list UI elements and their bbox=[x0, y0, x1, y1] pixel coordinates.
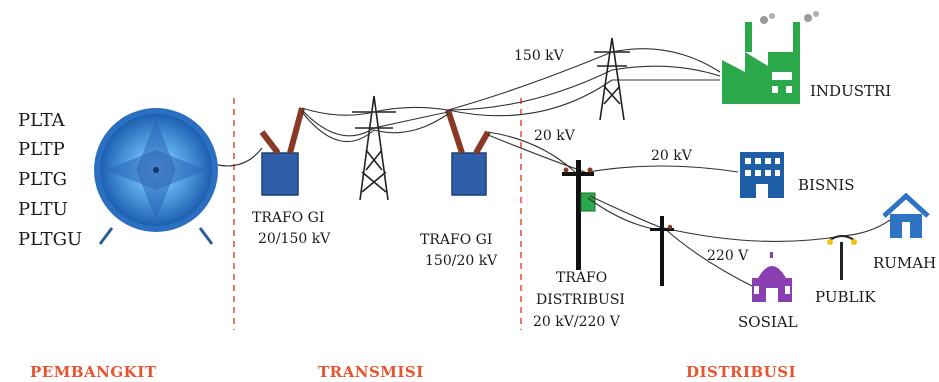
generator-line bbox=[217, 147, 263, 167]
transmission-lines bbox=[301, 106, 449, 143]
transformer-gi-1 bbox=[259, 107, 305, 196]
trafo-gi-2-label: TRAFO GI bbox=[420, 232, 492, 248]
lines-150kv-to-industry bbox=[447, 48, 721, 117]
trafo-dist-voltage: 20 kV/220 V bbox=[533, 314, 621, 330]
voltage-label-20kv-2: 20 kV bbox=[651, 148, 693, 164]
distribution-pole-1 bbox=[562, 160, 596, 270]
transmission-tower-2 bbox=[594, 37, 630, 121]
plant-label: PLTG bbox=[18, 169, 67, 190]
plant-label: PLTU bbox=[18, 199, 68, 220]
mosque-icon bbox=[752, 252, 792, 302]
consumer-label-bisnis: BISNIS bbox=[798, 176, 855, 194]
industry-icon bbox=[722, 11, 819, 104]
trafo-dist-label: TRAFO bbox=[556, 270, 607, 286]
plant-label: PLTA bbox=[18, 110, 66, 131]
consumer-label-rumah: RUMAH bbox=[873, 254, 936, 272]
transformer-gi-2 bbox=[445, 109, 491, 196]
voltage-label-150kv: 150 kV bbox=[514, 48, 565, 64]
business-building-icon bbox=[740, 152, 784, 198]
distribution-lines-20kv bbox=[487, 131, 739, 173]
trafo-gi-2-voltage: 150/20 kV bbox=[425, 253, 498, 269]
generator-icon bbox=[94, 108, 218, 245]
house-icon bbox=[882, 192, 930, 238]
plant-label: PLTGU bbox=[18, 229, 82, 250]
plant-label: PLTP bbox=[18, 139, 65, 160]
section-title-transmisi: TRANSMISI bbox=[318, 363, 424, 381]
section-title-pembangkit: PEMBANGKIT bbox=[30, 363, 157, 381]
voltage-label-220v: 220 V bbox=[707, 248, 749, 264]
lines-low-voltage bbox=[587, 195, 891, 287]
street-light-icon bbox=[827, 235, 857, 280]
consumer-label-industri: INDUSTRI bbox=[810, 82, 891, 100]
distribution-pole-2 bbox=[650, 216, 674, 286]
power-plant-list: PLTA PLTP PLTG PLTU PLTGU bbox=[18, 110, 82, 250]
section-title-distribusi: DISTRIBUSI bbox=[686, 363, 796, 381]
trafo-gi-1-voltage: 20/150 kV bbox=[258, 231, 331, 247]
trafo-dist-label-2: DISTRIBUSI bbox=[536, 292, 625, 308]
voltage-label-20kv-1: 20 kV bbox=[534, 128, 576, 144]
consumer-label-sosial: SOSIAL bbox=[738, 313, 798, 331]
trafo-gi-1-label: TRAFO GI bbox=[252, 210, 324, 226]
consumer-label-publik: PUBLIK bbox=[815, 288, 876, 306]
